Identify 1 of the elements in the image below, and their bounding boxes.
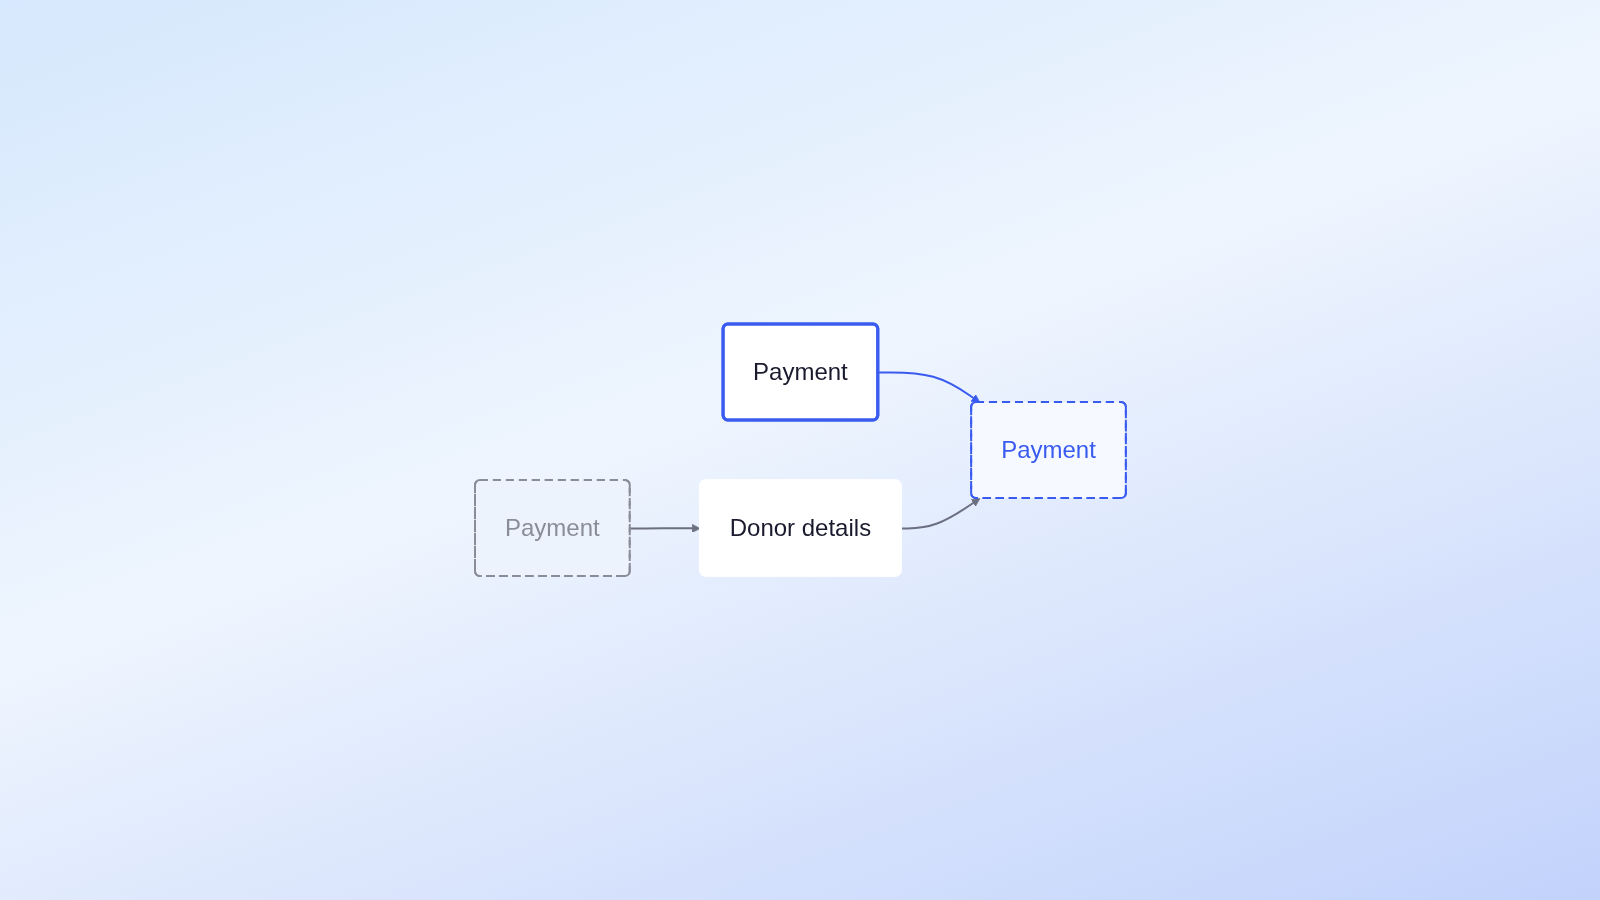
- arrow: [900, 498, 980, 530]
